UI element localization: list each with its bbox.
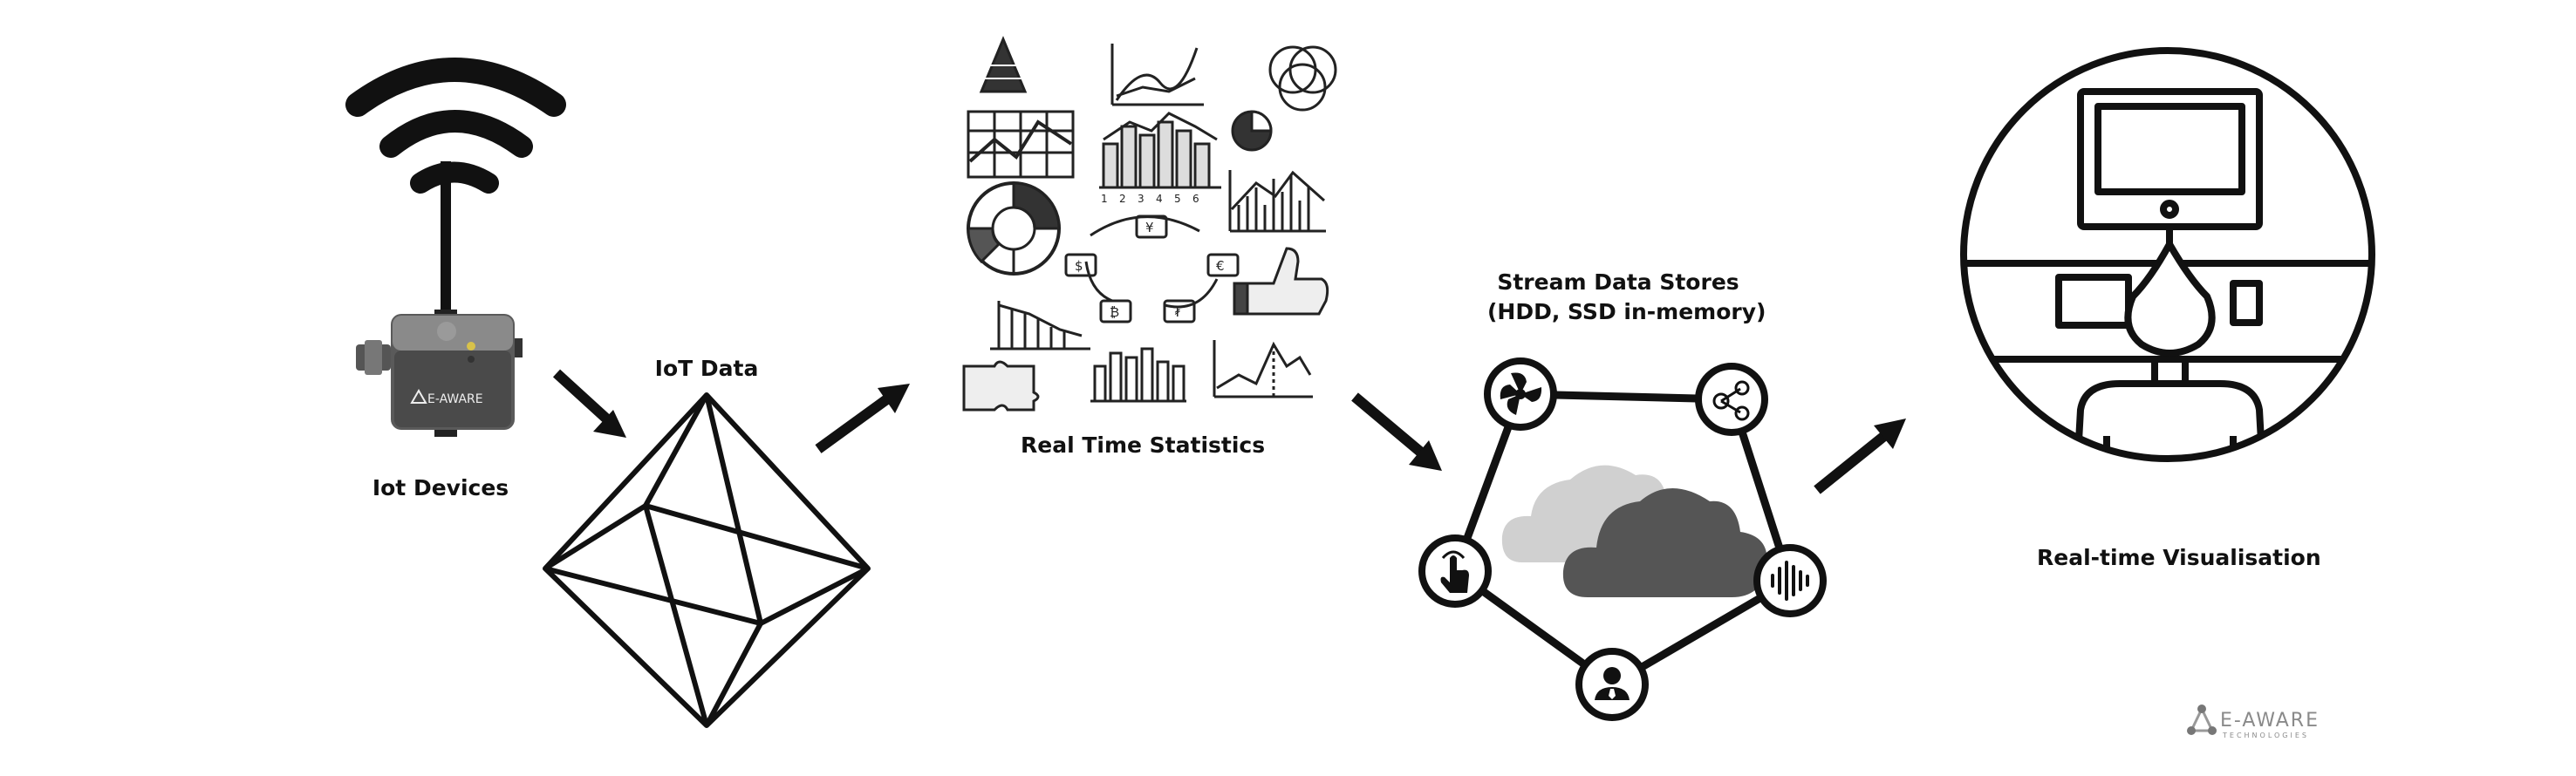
- iot-devices-label: Iot Devices: [372, 475, 509, 500]
- axis-number: 2: [1119, 193, 1126, 205]
- axis-number: 3: [1138, 193, 1145, 205]
- logo-name: E-AWARE: [2220, 710, 2320, 732]
- real-time-statistics-label: Real Time Statistics: [1021, 432, 1266, 458]
- arrow-icon: [1814, 419, 1906, 494]
- octahedron-icon: [543, 392, 871, 728]
- axis-number: 4: [1156, 193, 1163, 205]
- stream-data-stores-label: Stream Data Stores: [1497, 269, 1739, 295]
- share-icon: [1695, 363, 1768, 436]
- fan-icon: [1484, 357, 1557, 431]
- axis-number: 1: [1101, 193, 1108, 205]
- logo-tagline: TECHNOLOGIES: [2223, 732, 2309, 739]
- currency-symbol: €: [1216, 258, 1225, 274]
- wifi-icon: [345, 58, 566, 194]
- currency-symbol: ¥: [1145, 220, 1154, 235]
- arrow-icon: [815, 384, 910, 453]
- axis-number: 6: [1192, 193, 1199, 205]
- statistics-text-marks: 1 2 3 4 5 6 ¥ $ € ₿ ₮: [1075, 193, 1225, 320]
- currency-symbol: ₿: [1110, 304, 1119, 320]
- currency-symbol: ₮: [1173, 304, 1182, 320]
- stream-data-stores-sublabel: (HDD, SSD in-memory): [1487, 299, 1766, 324]
- iot-data-label: IoT Data: [654, 356, 759, 381]
- monitor-person-icon: [1960, 47, 2375, 462]
- currency-symbol: $: [1075, 258, 1083, 274]
- cloud-icon: [1501, 465, 1767, 597]
- sound-wave-icon: [1753, 544, 1827, 617]
- device-brand: E-AWARE: [427, 392, 483, 406]
- real-time-visualisation-label: Real-time Visualisation: [2037, 545, 2321, 570]
- arrow-icon: [552, 369, 626, 438]
- touch-icon: [1418, 534, 1492, 608]
- statistics-collage-icon: [962, 36, 1337, 412]
- arrow-icon: [1351, 392, 1442, 471]
- eaware-logo-icon: [2187, 705, 2217, 735]
- axis-number: 5: [1174, 193, 1181, 205]
- iot-device-icon: E-AWARE: [356, 161, 523, 437]
- person-icon: [1575, 648, 1649, 721]
